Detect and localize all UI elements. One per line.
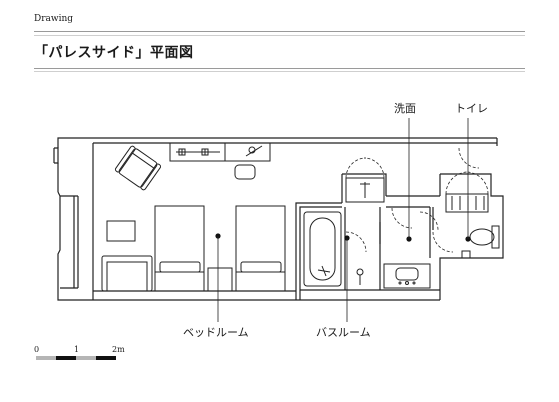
label-bathroom: バスルーム [316, 326, 371, 339]
bed-right [235, 205, 286, 292]
bathtub [303, 211, 342, 287]
desk [169, 142, 271, 162]
title-rule [34, 68, 525, 69]
label-washroom: 洗面 [394, 102, 416, 115]
scale-tick-2: 2m [112, 345, 125, 354]
outer-walls [53, 137, 504, 301]
scale-bar: 0 1 2m [34, 345, 125, 360]
closet-left [345, 177, 385, 203]
leader-lines [217, 118, 469, 322]
sofa [101, 255, 153, 292]
closet-right [445, 193, 489, 213]
nightstand [207, 267, 233, 292]
scale-tick-1: 1 [74, 345, 79, 354]
vanity [383, 263, 431, 289]
desk-stool [234, 164, 256, 180]
low-table [106, 220, 136, 242]
title-rule-light [34, 71, 525, 72]
toilet [461, 225, 500, 259]
section-tag: Drawing [34, 14, 74, 24]
label-toilet: トイレ [455, 102, 488, 115]
header-rule-top [34, 31, 525, 32]
armchair [114, 145, 162, 191]
label-bedroom: ベッドルーム [183, 326, 249, 339]
page-title: 「パレスサイド」平面図 [34, 45, 194, 61]
door-swings [345, 147, 489, 253]
bathroom-walls [295, 173, 504, 300]
header-rule-top-light [34, 35, 525, 36]
shower-fixture [356, 268, 364, 285]
bed-left [154, 205, 205, 292]
scale-tick-0: 0 [34, 345, 39, 354]
room-markers [215, 233, 471, 242]
